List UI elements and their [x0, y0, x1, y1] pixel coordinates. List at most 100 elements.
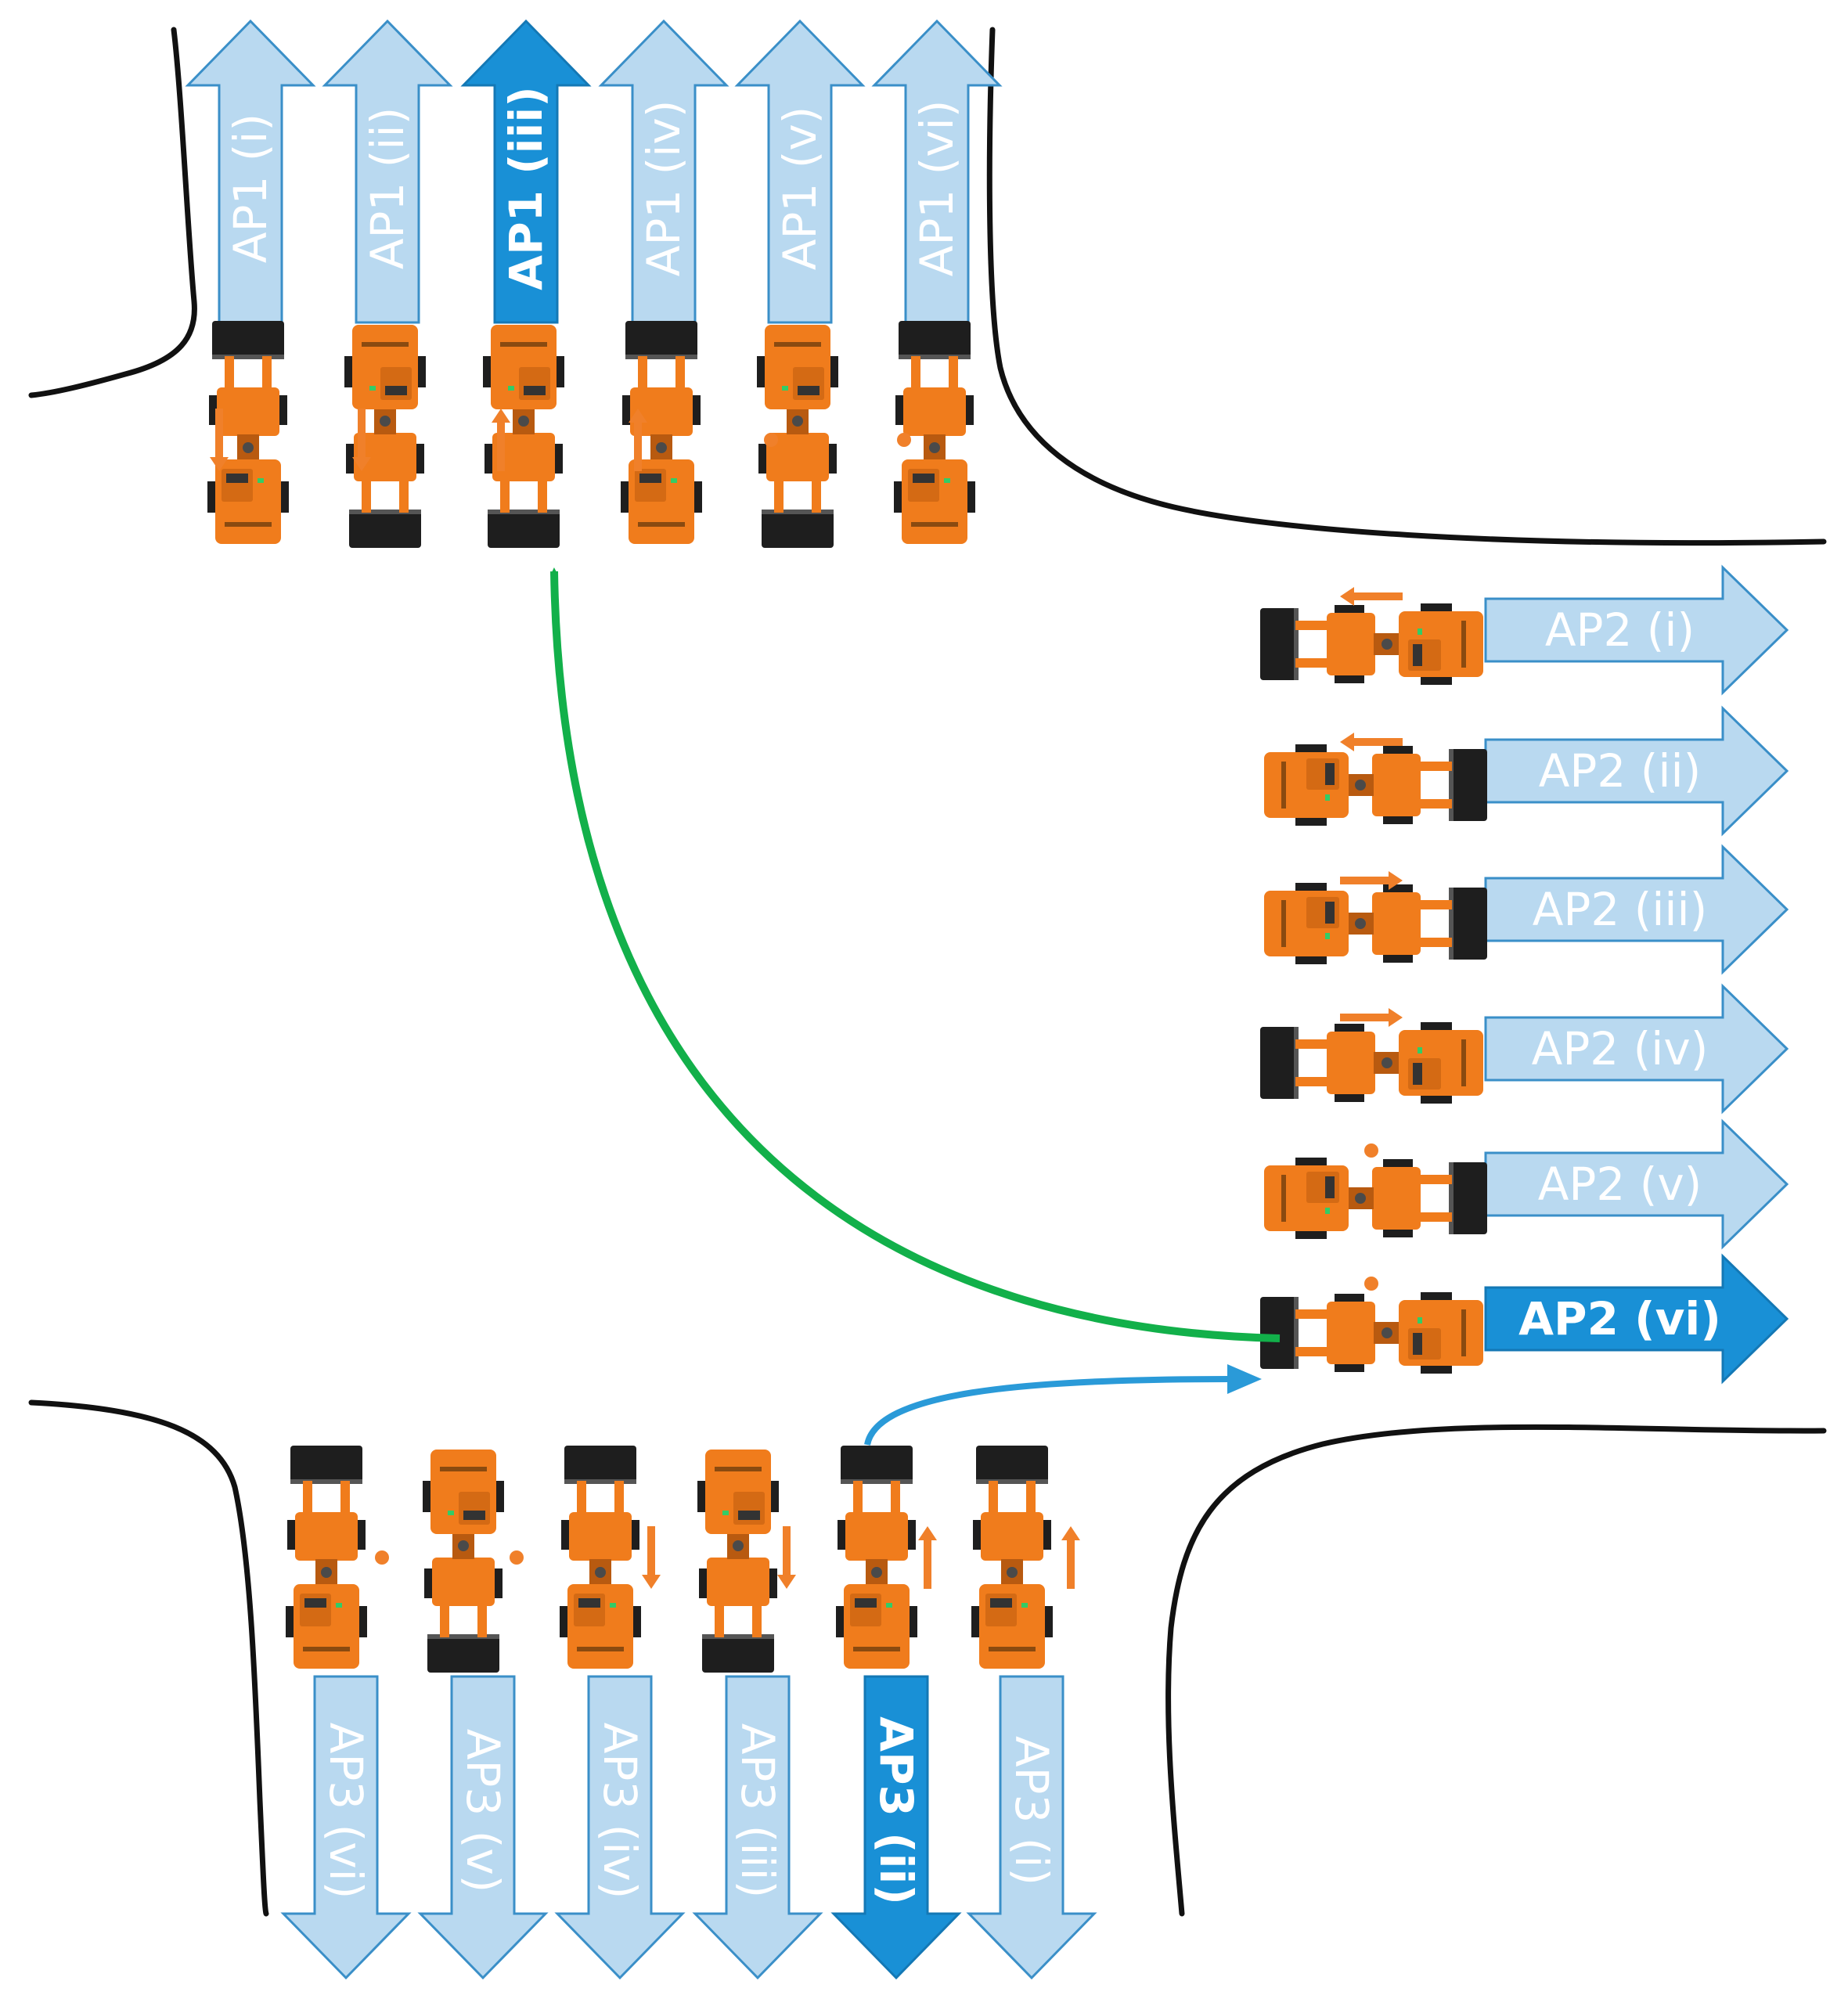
cab-window: [1413, 1333, 1422, 1355]
grille: [853, 1647, 900, 1651]
lift-arm-left: [1413, 762, 1452, 771]
rear-wheel-left: [1421, 677, 1452, 685]
front-frame: [903, 387, 966, 436]
rear-wheel-left: [557, 356, 564, 387]
arrow-shape: [830, 1675, 962, 1980]
bucket: [564, 1446, 636, 1483]
rear-wheel-right: [697, 1481, 705, 1512]
front-frame: [766, 433, 829, 481]
status-light: [722, 1511, 729, 1515]
arrow-shape: [460, 19, 592, 324]
front-wheel-left: [895, 395, 903, 425]
lift-arm-left: [812, 474, 821, 513]
pivot: [595, 1567, 606, 1578]
bucket: [976, 1446, 1048, 1483]
front-wheel-left: [973, 1520, 981, 1550]
approach-arrow-ap2-vi: AP2 (vi): [1484, 1253, 1789, 1385]
front-wheel-right: [758, 444, 766, 474]
lift-arm-left: [303, 1481, 312, 1520]
front-frame: [569, 1512, 632, 1561]
front-wheel-right: [908, 1520, 916, 1550]
lift-arm-right: [614, 1481, 624, 1520]
rear-wheel-right: [1045, 1606, 1053, 1637]
loader-ap3-2: [423, 1450, 504, 1673]
grille: [500, 342, 547, 347]
approach-arrow-ap2-v: AP2 (v): [1484, 1118, 1789, 1250]
approach-label: AP3 (v): [456, 1729, 510, 1893]
approach-label: AP3 (iv): [593, 1723, 647, 1900]
front-wheel-left: [495, 1568, 503, 1598]
marker-ap3-3-direction-arrow: [642, 1526, 661, 1589]
arrow-shape: [322, 19, 453, 324]
front-wheel-left: [622, 395, 630, 425]
grille: [577, 1647, 624, 1651]
rear-wheel-right: [483, 356, 491, 387]
rear-wheel-left: [1295, 744, 1327, 752]
lift-arm-left: [577, 1481, 586, 1520]
pivot: [458, 1540, 469, 1551]
front-wheel-right: [699, 1568, 707, 1598]
front-wheel-left: [287, 1520, 295, 1550]
rear-wheel-right: [967, 481, 975, 513]
rear-wheel-left: [418, 356, 426, 387]
bucket-edge: [702, 1634, 774, 1639]
bucket-edge: [1449, 1162, 1454, 1234]
loader-ap1-2: [344, 325, 426, 548]
loader-ap2-1: [1260, 603, 1483, 685]
rear-wheel-left: [1421, 1096, 1452, 1104]
front-wheel-left: [1335, 675, 1364, 683]
approach-label: AP1 (v): [773, 106, 827, 271]
rear-wheel-right: [1421, 1022, 1452, 1030]
pivot: [321, 1567, 332, 1578]
front-wheel-right: [966, 395, 974, 425]
front-wheel-right: [693, 395, 701, 425]
grille: [911, 522, 958, 527]
cab-window: [385, 386, 407, 395]
bucket-edge: [1294, 608, 1299, 680]
lift-arm-left: [1295, 1077, 1335, 1086]
arrow-shape: [692, 1675, 823, 1980]
motion-markers: [210, 409, 1403, 1589]
status-light: [1418, 628, 1422, 635]
front-frame: [630, 387, 693, 436]
rear-wheel-right: [1421, 603, 1452, 611]
lift-arm-right: [1413, 1212, 1452, 1222]
loader-ap3-3: [560, 1446, 641, 1669]
marker-ap1-6-stopped-dot: [897, 433, 911, 447]
lift-arm-left: [911, 356, 920, 395]
marker-ap3-5-direction-arrow: [918, 1526, 937, 1589]
grille: [225, 522, 272, 527]
rear-wheel-left: [207, 481, 215, 513]
approach-arrow-ap3-vi: AP3 (vi): [280, 1675, 412, 1980]
bucket-edge: [1449, 749, 1454, 821]
front-wheel-left: [838, 1520, 845, 1550]
status-light: [1325, 794, 1330, 801]
approach-label: AP2 (v): [1538, 1158, 1702, 1211]
bucket-edge: [899, 355, 971, 359]
approach-label: AP3 (iii): [731, 1723, 784, 1899]
approach-arrows: AP1 (i)AP1 (ii)AP1 (iii)AP1 (iv)AP1 (v)A…: [185, 19, 1789, 1980]
bucket-edge: [1294, 1027, 1299, 1099]
arrow-shape: [1484, 564, 1789, 696]
lift-arm-left: [853, 1481, 863, 1520]
rear-wheel-left: [560, 1606, 567, 1637]
bucket-edge: [976, 1479, 1048, 1484]
rear-wheel-right: [694, 481, 702, 513]
rear-wheel-right: [1421, 1292, 1452, 1300]
bucket: [1260, 1027, 1298, 1099]
loader-ap2-3: [1264, 883, 1487, 964]
arrow-shape: [280, 1675, 412, 1980]
rear-wheel-left: [836, 1606, 844, 1637]
front-wheel-left: [209, 395, 217, 425]
marker-ap3-4-direction-arrow: [777, 1526, 796, 1589]
status-light: [610, 1603, 616, 1608]
green-path-ap2-vi-to-ap1-iii: [550, 567, 1281, 1342]
bucket: [488, 510, 560, 548]
rear-wheel-right: [359, 1606, 367, 1637]
rear-wheel-right: [423, 1481, 430, 1512]
front-frame: [1327, 613, 1375, 675]
approach-label: AP1 (vi): [910, 100, 964, 277]
arrow-shape: [417, 1675, 549, 1980]
cab-window: [463, 1511, 485, 1520]
front-frame: [295, 1512, 358, 1561]
